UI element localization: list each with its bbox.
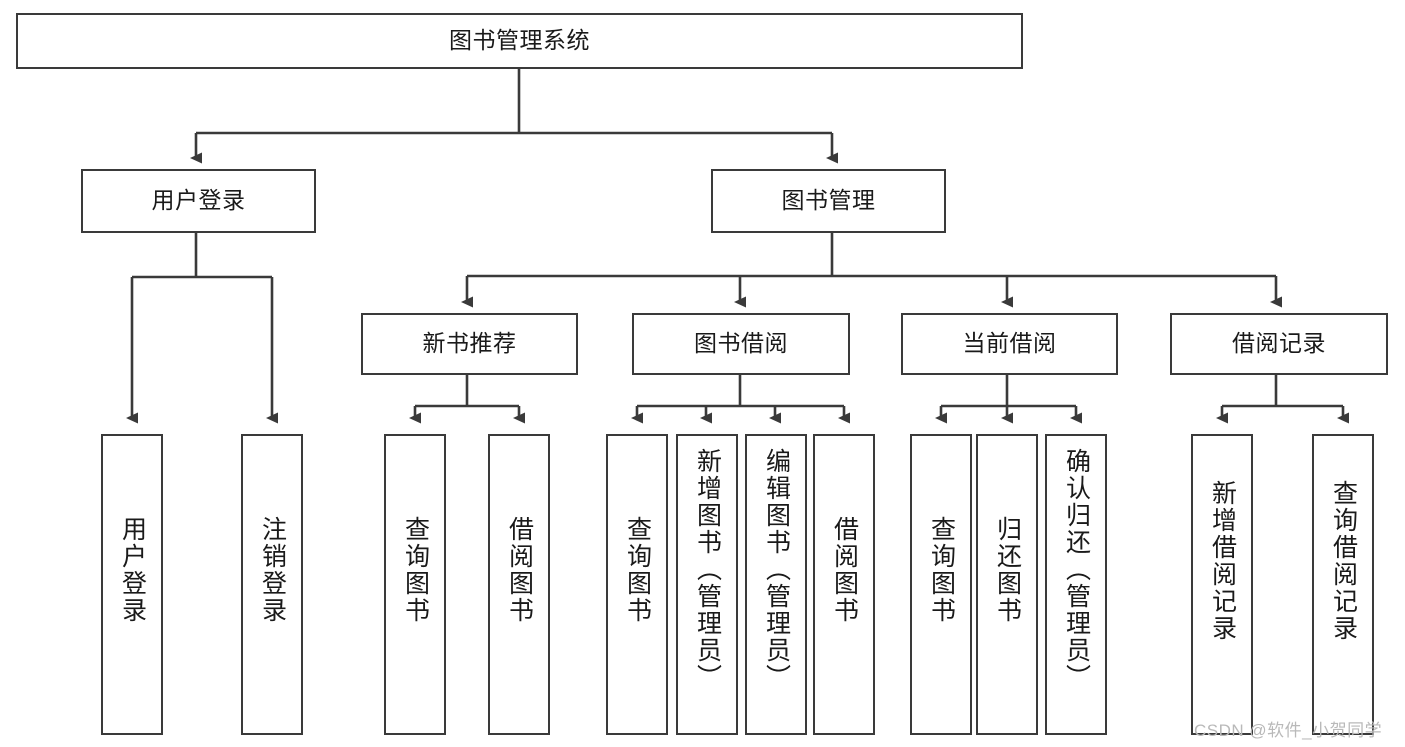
node-book-manage[interactable]: 图书管理 <box>711 169 946 233</box>
node-leaf-borrow-book-2-label: 借阅图书 <box>830 516 859 624</box>
node-leaf-borrow-book-2[interactable]: 借阅图书 <box>813 434 875 735</box>
node-leaf-query-book-1-label: 查询图书 <box>401 516 430 624</box>
node-new-book-recommend-label: 新书推荐 <box>422 330 517 357</box>
node-leaf-user-login-label: 用户登录 <box>118 516 147 624</box>
node-borrow-record[interactable]: 借阅记录 <box>1170 313 1388 375</box>
node-leaf-add-book-admin[interactable]: 新增图书（管理员） <box>676 434 738 735</box>
node-leaf-return-book[interactable]: 归还图书 <box>976 434 1038 735</box>
node-leaf-borrow-book-1[interactable]: 借阅图书 <box>488 434 550 735</box>
node-current-borrow[interactable]: 当前借阅 <box>901 313 1118 375</box>
node-user-login[interactable]: 用户登录 <box>81 169 316 233</box>
node-user-login-label: 用户登录 <box>151 187 246 214</box>
node-leaf-query-book-3[interactable]: 查询图书 <box>910 434 972 735</box>
node-book-borrow[interactable]: 图书借阅 <box>632 313 850 375</box>
node-leaf-logout-login-label: 注销登录 <box>258 516 287 624</box>
node-leaf-confirm-return-admin-label: 确认归还（管理员） <box>1062 448 1091 691</box>
node-leaf-user-login[interactable]: 用户登录 <box>101 434 163 735</box>
node-leaf-borrow-book-1-label: 借阅图书 <box>505 516 534 624</box>
node-current-borrow-label: 当前借阅 <box>962 330 1057 357</box>
node-leaf-query-borrow-record[interactable]: 查询借阅记录 <box>1312 434 1374 735</box>
node-book-manage-label: 图书管理 <box>781 187 876 214</box>
node-leaf-edit-book-admin-label: 编辑图书（管理员） <box>762 448 791 691</box>
node-new-book-recommend[interactable]: 新书推荐 <box>361 313 578 375</box>
node-leaf-edit-book-admin[interactable]: 编辑图书（管理员） <box>745 434 807 735</box>
node-borrow-record-label: 借阅记录 <box>1232 330 1326 357</box>
node-leaf-query-book-1[interactable]: 查询图书 <box>384 434 446 735</box>
node-leaf-confirm-return-admin[interactable]: 确认归还（管理员） <box>1045 434 1107 735</box>
node-leaf-add-borrow-record-label: 新增借阅记录 <box>1208 480 1237 642</box>
node-leaf-return-book-label: 归还图书 <box>993 516 1022 624</box>
node-leaf-add-book-admin-label: 新增图书（管理员） <box>693 448 722 691</box>
node-leaf-add-borrow-record[interactable]: 新增借阅记录 <box>1191 434 1253 735</box>
node-leaf-query-borrow-record-label: 查询借阅记录 <box>1329 480 1358 642</box>
watermark-text: CSDN @软件_小贺同学 <box>1194 721 1383 740</box>
node-leaf-query-book-3-label: 查询图书 <box>927 516 956 624</box>
node-root[interactable]: 图书管理系统 <box>16 13 1023 69</box>
node-leaf-query-book-2-label: 查询图书 <box>623 516 652 624</box>
node-leaf-query-book-2[interactable]: 查询图书 <box>606 434 668 735</box>
node-leaf-logout-login[interactable]: 注销登录 <box>241 434 303 735</box>
node-book-borrow-label: 图书借阅 <box>694 330 788 357</box>
node-root-label: 图书管理系统 <box>449 27 590 54</box>
